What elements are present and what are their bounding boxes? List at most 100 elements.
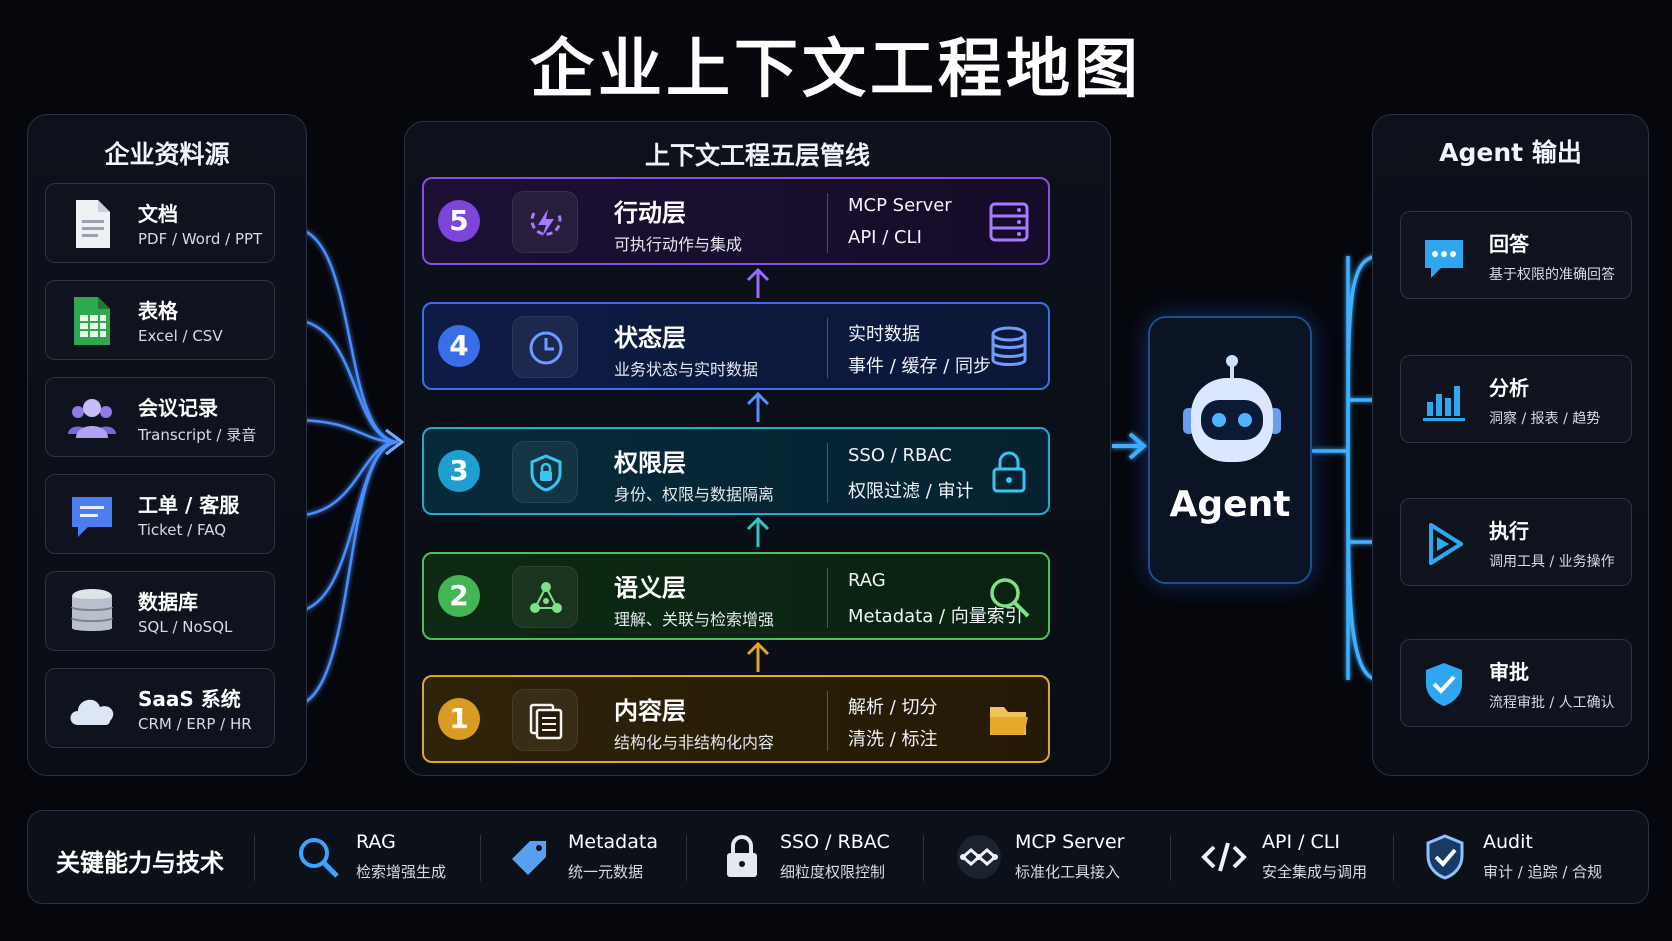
source-name: 表格 xyxy=(138,299,178,323)
layer-name: 语义层 xyxy=(614,574,686,602)
source-formats: Ticket / FAQ xyxy=(138,521,227,539)
graph-nodes-icon xyxy=(530,582,562,613)
tag-icon xyxy=(512,841,546,875)
server-icon xyxy=(989,202,1029,242)
layer-description: 业务状态与实时数据 xyxy=(614,360,759,379)
source-formats: CRM / ERP / HR xyxy=(138,715,252,733)
source-item-ticket[interactable]: 工单 / 客服 Ticket / FAQ xyxy=(45,474,275,554)
divider xyxy=(1170,835,1171,881)
documents-stack-icon xyxy=(529,703,563,740)
layer-tech-2: 清洗 / 标注 xyxy=(848,729,938,750)
clock-icon xyxy=(529,331,563,365)
layer-icon-box xyxy=(512,316,578,378)
code-icon xyxy=(1201,842,1247,872)
layer-state[interactable]: 4 状态层 业务状态与实时数据 实时数据 事件 / 缓存 / 同步 xyxy=(422,302,1050,390)
layer-icon-box xyxy=(512,566,578,628)
up-arrow xyxy=(746,641,770,672)
to-agent-arrow xyxy=(1112,432,1148,460)
feature-name: API / CLI xyxy=(1262,831,1340,853)
layer-number: 5 xyxy=(438,200,480,242)
feature-description: 标准化工具接入 xyxy=(1015,863,1121,881)
divider xyxy=(480,835,481,881)
capabilities-title: 关键能力与技术 xyxy=(56,849,224,877)
feature-description: 细粒度权限控制 xyxy=(780,863,886,881)
output-item-analysis[interactable]: 分析 洞察 / 报表 / 趋势 xyxy=(1400,355,1632,443)
play-icon xyxy=(1429,523,1463,565)
agent-card[interactable]: Agent xyxy=(1148,316,1312,584)
output-item-execute[interactable]: 执行 调用工具 / 业务操作 xyxy=(1400,498,1632,586)
divider xyxy=(923,835,924,881)
meeting-people-icon xyxy=(68,399,116,438)
output-item-answer[interactable]: 回答 基于权限的准确回答 xyxy=(1400,211,1632,299)
source-panel: 企业资料源 文档 PDF / Word / PPT 表格 Excel / CSV xyxy=(27,114,307,776)
layer-action[interactable]: 5 行动层 可执行动作与集成 MCP Server API / CLI xyxy=(422,177,1050,265)
bar-chart-icon xyxy=(1423,386,1465,421)
layer-tech-2: API / CLI xyxy=(848,227,922,248)
source-item-spreadsheet[interactable]: 表格 Excel / CSV xyxy=(45,280,275,360)
layer-name: 行动层 xyxy=(614,199,686,227)
layer-number: 3 xyxy=(438,450,480,492)
source-formats: SQL / NoSQL xyxy=(138,618,233,636)
up-arrow xyxy=(746,391,770,422)
layer-divider xyxy=(827,193,828,253)
shield-lock-icon xyxy=(530,454,562,492)
source-flow-lines xyxy=(291,226,399,708)
feature-description: 安全集成与调用 xyxy=(1262,863,1368,881)
layer-tech-1: SSO / RBAC xyxy=(848,445,952,466)
layer-tech-1: MCP Server xyxy=(848,195,952,216)
feature-name: RAG xyxy=(356,831,396,853)
capabilities-bar: 关键能力与技术 RAG 检索增强生成 Metadata 统一元数据 SSO / … xyxy=(27,810,1649,904)
lightning-action-icon xyxy=(530,209,562,237)
source-item-database[interactable]: 数据库 SQL / NoSQL xyxy=(45,571,275,651)
layer-name: 状态层 xyxy=(614,324,686,352)
shield-check-icon xyxy=(1426,834,1464,880)
layer-semantic[interactable]: 2 语义层 理解、关联与检索增强 RAG Metadata / 向量索引 xyxy=(422,552,1050,640)
layer-icon-box xyxy=(512,689,578,751)
feature-description: 检索增强生成 xyxy=(356,863,447,881)
source-formats: Excel / CSV xyxy=(138,327,223,345)
document-icon xyxy=(76,200,110,248)
layer-divider xyxy=(827,318,828,378)
output-name: 分析 xyxy=(1489,376,1529,400)
speech-bubble-icon xyxy=(1425,240,1463,278)
layer-content[interactable]: 1 内容层 结构化与非结构化内容 解析 / 切分 清洗 / 标注 xyxy=(422,675,1050,763)
layer-divider xyxy=(827,443,828,503)
magnifier-icon xyxy=(990,578,1030,618)
pipeline-panel-title: 上下文工程五层管线 xyxy=(644,141,870,170)
feature-name: MCP Server xyxy=(1015,831,1125,853)
output-panel-title: Agent 输出 xyxy=(1439,138,1582,167)
padlock-icon xyxy=(727,835,757,877)
feature-name: Audit xyxy=(1483,831,1533,853)
output-description: 基于权限的准确回答 xyxy=(1489,267,1615,283)
output-item-approval[interactable]: 审批 流程审批 / 人工确认 xyxy=(1400,639,1632,727)
up-arrow xyxy=(746,267,770,298)
output-name: 审批 xyxy=(1489,660,1529,684)
layer-icon-box xyxy=(512,191,578,253)
layer-tech-2: 权限过滤 / 审计 xyxy=(848,481,974,502)
source-item-meeting[interactable]: 会议记录 Transcript / 录音 xyxy=(45,377,275,457)
database-icon xyxy=(991,326,1027,366)
feature-description: 统一元数据 xyxy=(568,863,644,881)
flow-arrowhead xyxy=(385,428,405,456)
spreadsheet-icon xyxy=(74,297,110,345)
output-description: 调用工具 / 业务操作 xyxy=(1489,554,1615,570)
source-formats: PDF / Word / PPT xyxy=(138,230,263,248)
shield-check-icon xyxy=(1426,663,1462,706)
padlock-icon xyxy=(992,451,1026,493)
layer-name: 内容层 xyxy=(614,697,686,725)
layer-divider xyxy=(827,568,828,628)
source-item-saas[interactable]: SaaS 系统 CRM / ERP / HR xyxy=(45,668,275,748)
source-item-document[interactable]: 文档 PDF / Word / PPT xyxy=(45,183,275,263)
up-arrow xyxy=(746,516,770,547)
source-panel-title: 企业资料源 xyxy=(104,140,230,169)
page-title: 企业上下文工程地图 xyxy=(530,33,1142,107)
feature-description: 审计 / 追踪 / 合规 xyxy=(1483,863,1603,881)
source-name: 文档 xyxy=(138,202,178,226)
agent-label: Agent xyxy=(1169,484,1291,525)
layer-permission[interactable]: 3 权限层 身份、权限与数据隔离 SSO / RBAC 权限过滤 / 审计 xyxy=(422,427,1050,515)
divider xyxy=(1393,835,1394,881)
pipeline-panel: 上下文工程五层管线 5 行动层 可执行动作与集成 MCP Server API … xyxy=(404,121,1111,776)
database-icon xyxy=(71,589,113,631)
layer-divider xyxy=(827,691,828,751)
layer-number: 1 xyxy=(438,698,480,740)
